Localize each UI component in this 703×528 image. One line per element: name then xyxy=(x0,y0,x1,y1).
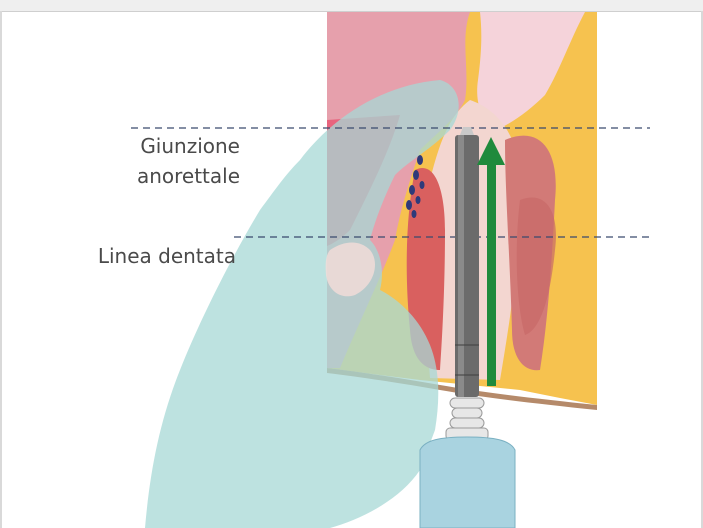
dentate-line-label: Linea dentata xyxy=(40,241,236,271)
anorectal-junction-line2: anorettale xyxy=(60,161,240,191)
anorectal-junction-label: Giunzione anorettale xyxy=(60,131,240,191)
anorectal-junction-line1: Giunzione xyxy=(60,131,240,161)
